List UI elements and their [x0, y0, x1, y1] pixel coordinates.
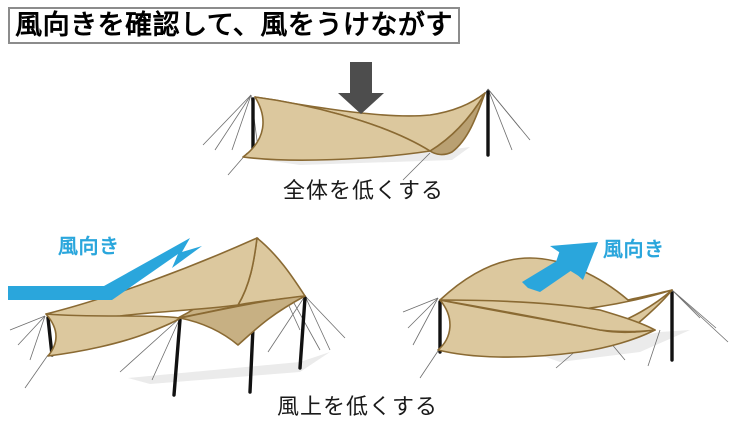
- pole-bl-4: [298, 296, 307, 370]
- page-title: 風向きを確認して、風をうけながす: [15, 10, 453, 40]
- title-box: 風向きを確認して、風をうけながす: [8, 7, 460, 44]
- wind-arrow-left-icon: [8, 238, 202, 300]
- tarp-top-body: [242, 96, 431, 161]
- wind-arrow-right-tail: [556, 250, 590, 278]
- wind-label-right: 風向き: [603, 239, 665, 261]
- pole-bl-2: [172, 318, 182, 397]
- down-arrow-icon: [338, 62, 384, 114]
- tarp-bl-belly: [45, 313, 181, 357]
- caption-lower-windward: 風上を低くする: [277, 394, 439, 419]
- wind-label-left: 風向き: [58, 236, 120, 258]
- tarp-bl-belly-shade: [179, 295, 306, 346]
- ground-shadow-bl: [128, 352, 330, 384]
- caption-lower-overall: 全体を低くする: [283, 178, 445, 203]
- tarp-br-body: [439, 299, 656, 333]
- pole-bl-1: [46, 316, 54, 357]
- ground-shadow-br: [540, 330, 690, 362]
